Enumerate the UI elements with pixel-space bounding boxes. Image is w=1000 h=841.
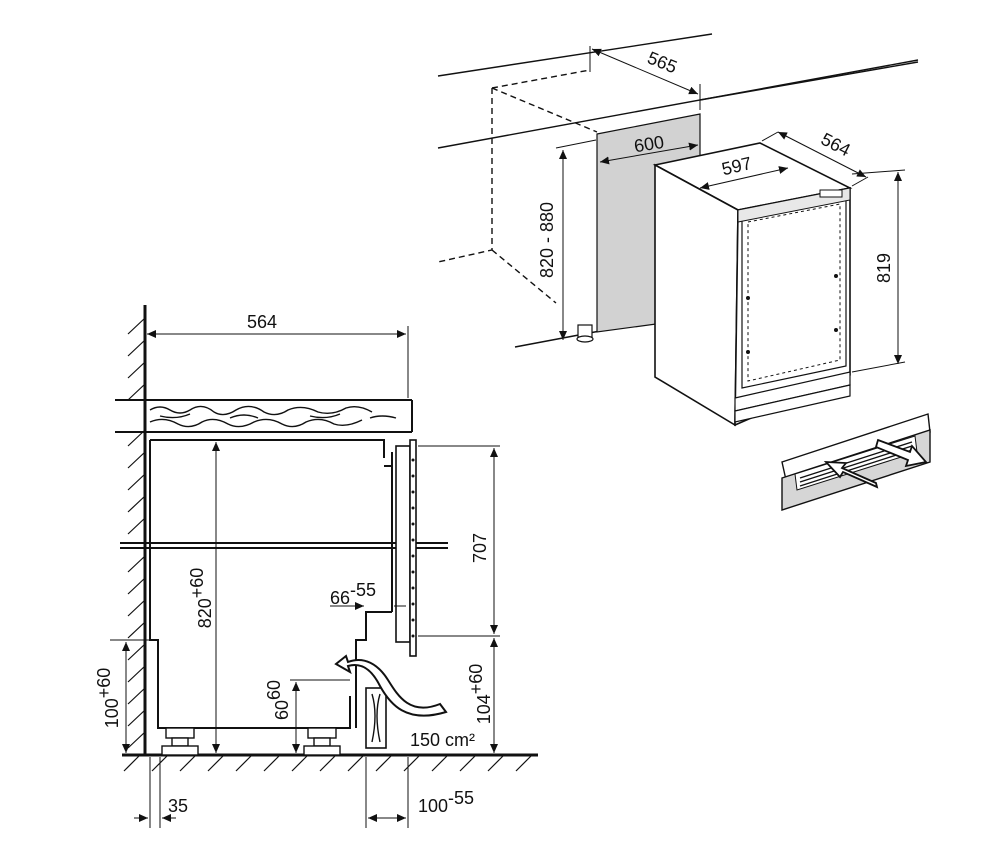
dim-niche-height-section: 820+60 — [187, 568, 215, 629]
adjustable-foot-icon — [576, 324, 594, 343]
appliance-box — [652, 142, 853, 427]
adjustable-foot-icon — [161, 727, 199, 756]
dim-foot-offset: 35 — [168, 796, 188, 816]
wall-hatch — [127, 317, 146, 749]
dim-niche-width: 600 — [633, 132, 666, 156]
dim-niche-height: 820 - 880 — [537, 202, 557, 278]
floor-hatch — [123, 754, 533, 772]
dim-gap-height: 104+60 — [466, 664, 494, 725]
vent-area-label: 150 cm² — [410, 730, 475, 750]
dim-top-depth: 564 — [247, 312, 277, 332]
isometric-view: 565 600 820 - 880 — [437, 33, 919, 427]
dim-plinth-depth: 100-55 — [418, 788, 474, 816]
vent-grille-icon — [781, 413, 931, 511]
worktop — [115, 399, 413, 433]
dim-recess: 66-55 — [330, 580, 376, 608]
dim-base-height: 100+60 — [94, 668, 122, 729]
section-view: 564 820+60 707 104+60 100+60 6060 66- — [94, 305, 538, 828]
airflow-arrow-icon — [823, 438, 928, 489]
airflow-arrow-icon — [334, 654, 448, 717]
dim-foot-height: 6060 — [264, 680, 292, 720]
appliance-section — [149, 439, 417, 749]
dim-door-height: 707 — [470, 533, 490, 563]
adjustable-foot-icon — [303, 727, 341, 756]
dim-appliance-height: 819 — [874, 253, 894, 283]
dim-appliance-depth: 564 — [818, 129, 854, 160]
dim-niche-depth: 565 — [645, 48, 680, 78]
